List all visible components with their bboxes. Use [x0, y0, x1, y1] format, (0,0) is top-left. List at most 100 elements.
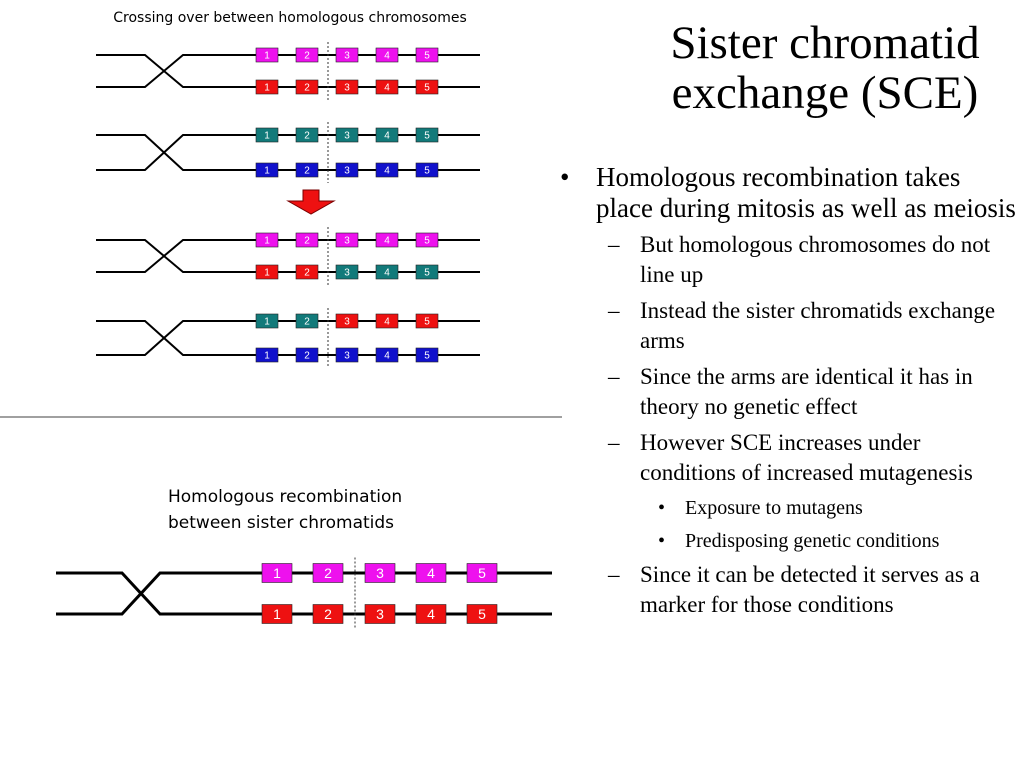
gene-box — [255, 347, 279, 363]
bullet-marker: • — [560, 162, 570, 192]
chromatid-line — [96, 336, 480, 356]
gene-label: 4 — [384, 268, 390, 279]
gene-label: 2 — [304, 131, 310, 142]
gene-label: 2 — [304, 83, 310, 94]
gene-box — [375, 313, 399, 329]
gene-box — [415, 264, 439, 280]
gene-box — [335, 347, 359, 363]
gene-box — [364, 563, 396, 583]
sub-bullet-item: – Instead the sister chromatids exchange… — [560, 296, 1020, 356]
gene-label: 5 — [424, 236, 430, 247]
gene-label: 1 — [264, 351, 270, 362]
gene-label: 1 — [273, 565, 281, 581]
slide-title-line2: exchange (SCE) — [671, 67, 979, 119]
gene-label: 4 — [384, 351, 390, 362]
gene-label: 5 — [424, 268, 430, 279]
sub-sub-bullet-text: Exposure to mutagens — [685, 497, 863, 519]
gene-box — [335, 232, 359, 248]
gene-label: 3 — [344, 166, 350, 177]
gene-label: 1 — [264, 166, 270, 177]
gene-label: 4 — [427, 606, 435, 622]
gene-label: 3 — [376, 606, 384, 622]
gene-box — [255, 264, 279, 280]
dash-marker: – — [608, 562, 620, 587]
gene-box — [375, 347, 399, 363]
gene-label: 3 — [344, 83, 350, 94]
gene-label: 2 — [324, 606, 332, 622]
dash-marker: – — [608, 430, 620, 455]
gene-box — [415, 47, 439, 63]
gene-box — [415, 347, 439, 363]
gene-label: 3 — [376, 565, 384, 581]
gene-box — [312, 563, 344, 583]
sub-bullet-item: – However SCE increases under conditions… — [560, 428, 1020, 488]
gene-box — [335, 127, 359, 143]
sub-bullet-item: – But homologous chromosomes do not line… — [560, 230, 1020, 290]
sub-sub-bullet-item: • Exposure to mutagens — [560, 495, 1020, 521]
bullet-item: • Homologous recombination takes place d… — [560, 162, 1020, 224]
gene-label: 3 — [344, 51, 350, 62]
gene-label: 5 — [424, 351, 430, 362]
gene-label: 4 — [384, 51, 390, 62]
gene-box — [375, 47, 399, 63]
gene-label: 4 — [384, 236, 390, 247]
gene-box — [415, 79, 439, 95]
chromatid-line — [96, 254, 480, 273]
gene-box — [295, 347, 319, 363]
gene-box — [335, 47, 359, 63]
gene-label: 4 — [427, 565, 435, 581]
gene-label: 1 — [264, 317, 270, 328]
gene-box — [364, 604, 396, 624]
gene-label: 5 — [478, 606, 486, 622]
gene-box — [295, 264, 319, 280]
gene-box — [295, 79, 319, 95]
gene-label: 4 — [384, 166, 390, 177]
gene-label: 4 — [384, 83, 390, 94]
gene-label: 3 — [344, 236, 350, 247]
chromatid-line — [96, 151, 480, 171]
gene-box — [255, 47, 279, 63]
sub-bullet-text: However SCE increases under conditions o… — [640, 430, 973, 485]
dash-marker: – — [608, 298, 620, 323]
sub-bullet-text: But homologous chromosomes do not line u… — [640, 232, 991, 287]
gene-box — [466, 604, 498, 624]
gene-label: 5 — [424, 317, 430, 328]
gene-label: 4 — [384, 317, 390, 328]
bullet-marker: • — [658, 530, 666, 552]
gene-label: 2 — [304, 268, 310, 279]
bullet-text: Homologous recombination takes place dur… — [596, 162, 1016, 223]
gene-label: 1 — [264, 131, 270, 142]
slide-title-line1: Sister chromatid — [670, 17, 980, 69]
gene-label: 2 — [304, 166, 310, 177]
gene-box — [335, 79, 359, 95]
gene-label: 5 — [424, 83, 430, 94]
gene-box — [335, 264, 359, 280]
gene-box — [466, 563, 498, 583]
bottom-diagram-caption-line2: between sister chromatids — [168, 513, 394, 533]
chromatid-line — [96, 69, 480, 88]
gene-box — [375, 264, 399, 280]
gene-label: 5 — [424, 166, 430, 177]
gene-box — [375, 79, 399, 95]
gene-label: 3 — [344, 351, 350, 362]
sub-bullet-text: Since the arms are identical it has in t… — [640, 364, 973, 419]
gene-box — [255, 313, 279, 329]
gene-label: 5 — [478, 565, 486, 581]
gene-box — [415, 604, 447, 624]
gene-label: 1 — [264, 83, 270, 94]
gene-box — [415, 563, 447, 583]
gene-box — [335, 162, 359, 178]
dash-marker: – — [608, 364, 620, 389]
gene-box — [415, 127, 439, 143]
gene-box — [255, 79, 279, 95]
gene-label: 5 — [424, 131, 430, 142]
gene-box — [255, 162, 279, 178]
gene-label: 3 — [344, 317, 350, 328]
gene-label: 3 — [344, 131, 350, 142]
gene-label: 2 — [304, 51, 310, 62]
gene-label: 2 — [324, 565, 332, 581]
